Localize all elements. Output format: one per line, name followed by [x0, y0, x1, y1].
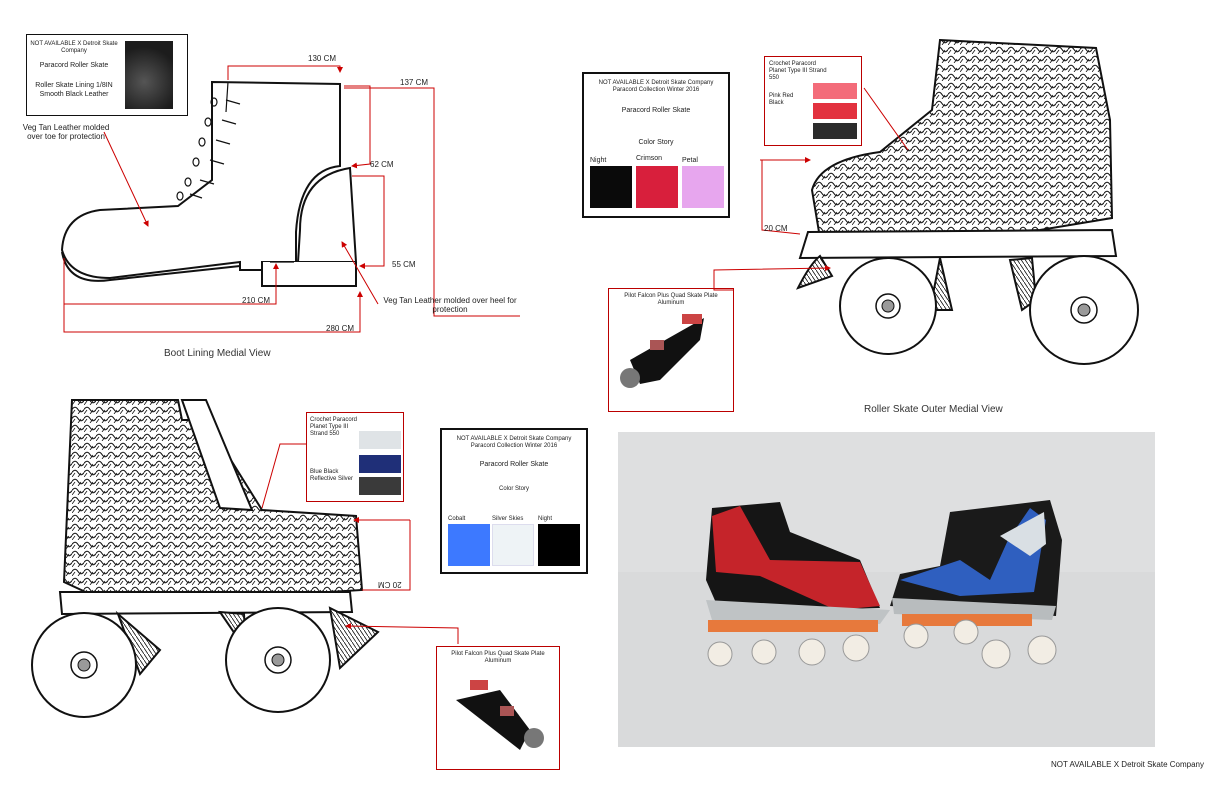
inner-cord-box: Crochet Paracord Planet Type III Strand …: [306, 412, 404, 502]
outer-cord-colors: Pink Red Black: [769, 93, 794, 106]
swatch-silver-label: Silver Skies: [492, 516, 524, 522]
swatch-night-label: Night: [590, 157, 607, 164]
swatch-petal-label: Petal: [682, 157, 698, 164]
outer-card-collection: Paracord Collection Winter 2016: [612, 87, 700, 93]
swatch-silver-skies: [492, 524, 534, 566]
inner-cord-title: Crochet Paracord Planet Type III Strand …: [310, 417, 358, 437]
outer-card-company: NOT AVAILABLE X Detroit Skate Company: [598, 80, 714, 86]
lining-material: Roller Skate Lining 1/8IN Smooth Black L…: [35, 82, 113, 98]
cord-swatch-blue: [359, 455, 401, 473]
outer-plate-box: Pilot Falcon Plus Quad Skate Plate Alumi…: [608, 288, 734, 412]
swatch-crimson: [636, 166, 678, 208]
inner-plate-box: Pilot Falcon Plus Quad Skate Plate Alumi…: [436, 646, 560, 770]
dim-heel-base: 55 CM: [392, 260, 416, 269]
dim-heel-height: 62 CM: [370, 160, 394, 169]
dim-overall-height: 137 CM: [400, 78, 429, 87]
leather-swatch: [125, 41, 173, 109]
inner-card-product: Paracord Roller Skate: [479, 461, 549, 468]
inner-card-heading: Color Story: [498, 486, 529, 492]
swatch-night-label-2: Night: [538, 516, 553, 522]
lining-product: Paracord Roller Skate: [39, 62, 109, 69]
outer-card-heading: Color Story: [638, 139, 674, 146]
outer-card-product: Paracord Roller Skate: [621, 107, 691, 114]
inner-medial-callout-lines: [261, 443, 459, 644]
inner-card-company: NOT AVAILABLE X Detroit Skate Company: [456, 436, 572, 442]
footer-credit: NOT AVAILABLE X Detroit Skate Company: [1051, 760, 1204, 769]
dim-sole-partial: 210 CM: [242, 296, 271, 305]
outer-dim-sole: 20 CM: [764, 224, 788, 233]
inner-card-collection: Paracord Collection Winter 2016: [470, 443, 558, 449]
lining-company: NOT AVAILABLE X Detroit Skate Company: [30, 41, 118, 54]
plate-thumbnail-top: [620, 314, 704, 388]
outer-cord-title: Crochet Paracord Planet Type III Strand …: [769, 61, 827, 81]
cord-swatch-dark: [359, 477, 401, 495]
toe-callout: Veg Tan Leather molded over toe for prot…: [22, 123, 110, 141]
inner-medial-skate-drawing: [31, 399, 380, 718]
inner-dim-sole: 20 CM: [378, 580, 402, 589]
inner-plate-title: Pilot Falcon Plus Quad Skate Plate Alumi…: [451, 651, 545, 664]
boot-lining-dimension-lines: [63, 65, 520, 333]
swatch-crimson-label: Crimson: [636, 155, 663, 162]
heel-callout: Veg Tan Leather molded over heel for pro…: [383, 296, 517, 314]
lining-info-box: NOT AVAILABLE X Detroit Skate Company Pa…: [26, 34, 188, 116]
swatch-cobalt-label: Cobalt: [448, 516, 466, 522]
plate-thumbnail-bottom: [456, 680, 544, 750]
cord-swatch-black: [813, 123, 857, 139]
boot-lining-drawing: [60, 80, 358, 287]
cord-swatch-red: [813, 103, 857, 119]
cord-swatch-pink: [813, 83, 857, 99]
dim-sole-full: 280 CM: [326, 324, 355, 333]
cord-swatch-silver: [359, 431, 401, 449]
inner-color-card: NOT AVAILABLE X Detroit Skate Company Pa…: [440, 428, 588, 574]
dim-top-width: 130 CM: [308, 54, 337, 63]
product-photo: [618, 432, 1155, 747]
boot-lining-caption: Boot Lining Medial View: [164, 348, 271, 359]
outer-plate-title: Pilot Falcon Plus Quad Skate Plate Alumi…: [624, 293, 718, 306]
outer-medial-skate-drawing: [795, 38, 1139, 365]
inner-cord-colors: Blue Black Reflective Silver: [310, 469, 354, 482]
swatch-night: [590, 166, 632, 208]
outer-medial-caption: Roller Skate Outer Medial View: [864, 404, 1003, 415]
outer-medial-callout-lines: [713, 87, 909, 291]
swatch-night-2: [538, 524, 580, 566]
swatch-petal: [682, 166, 724, 208]
outer-color-card: NOT AVAILABLE X Detroit Skate Company Pa…: [582, 72, 730, 218]
swatch-cobalt: [448, 524, 490, 566]
outer-cord-box: Crochet Paracord Planet Type III Strand …: [764, 56, 862, 146]
